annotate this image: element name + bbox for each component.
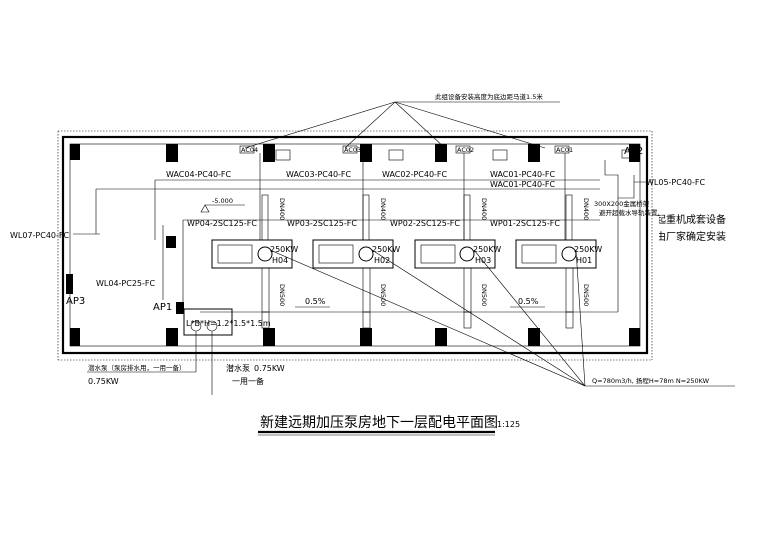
pump-id-1: H01 <box>576 256 592 265</box>
ac-box-label-4: AC01 <box>556 146 573 154</box>
ac-boxes <box>239 145 570 161</box>
drawing-scale: 1:125 <box>497 420 520 429</box>
feeder-wac02: WAC02-PC40-FC <box>382 170 448 179</box>
pump-spec-leaders <box>269 249 735 387</box>
feeder-wl04: WL04-PC25-FC <box>96 279 156 288</box>
feeder-wac03: WAC03-PC40-FC <box>286 170 352 179</box>
sump-dim: L*B*H=1.2*1.5*1.5m <box>186 319 271 328</box>
ap3-label: AP3 <box>66 296 85 307</box>
pump-units <box>211 239 597 269</box>
feeder-wp03: WP03-2SC125-FC <box>287 219 357 228</box>
building-walls <box>57 130 653 361</box>
structural-columns <box>70 144 640 346</box>
feeder-wl07: WL07-PC40-FC <box>10 231 70 240</box>
switch-note-1: 300X200金属桥架 <box>594 199 650 208</box>
sump-pump-note: 潜水泵（泵房排水用，一用一备） <box>88 363 186 372</box>
feeder-wl05: WL05-PC40-FC <box>646 178 706 187</box>
dn-top-3: DN400 <box>480 198 488 220</box>
pump-spec: Q=780m3/h, 扬程H=78m N=250KW <box>592 376 710 385</box>
sump-pump-power: 0.75KW <box>88 377 119 386</box>
pump-power-1: 250KW <box>574 245 602 254</box>
ap1-sump <box>176 302 233 355</box>
pump-id-3: H03 <box>475 256 491 265</box>
ap3-panel <box>66 233 100 294</box>
dn-bottom-3: DN500 <box>480 284 488 306</box>
dn-top-4: DN400 <box>582 198 590 220</box>
slope-label-1: 0.5% <box>305 297 326 306</box>
ap2-label: AP2 <box>624 146 643 157</box>
feeder-wp04: WP04-2SC125-FC <box>187 219 257 228</box>
sump-pump2-mode: 一用一备 <box>232 376 264 386</box>
sump-pump2-text: 潜水泵 <box>226 363 250 373</box>
crane-note-1: 起重机成套设备 <box>656 213 726 226</box>
elevation-label: -5.000 <box>212 197 233 205</box>
pump-power-2: 250KW <box>372 245 400 254</box>
pump-id-2: H02 <box>374 256 390 265</box>
pump-power-3: 250KW <box>473 245 501 254</box>
elevation-marker <box>200 204 245 213</box>
ac-box-label-1: AC04 <box>241 146 258 154</box>
dn-bottom-4: DN500 <box>582 284 590 306</box>
switch-note-2: 避开超载水导轨装置 <box>599 208 658 217</box>
ac-box-label-3: AC02 <box>457 146 474 154</box>
feeder-wp01: WP01-2SC125-FC <box>490 219 560 228</box>
feeder-wac01b: WAC01-PC40-FC <box>490 180 556 189</box>
pump-pipes <box>261 194 574 329</box>
drawing-title: 新建远期加压泵房地下一层配电平面图 <box>260 415 498 431</box>
top-note: 此组设备安装高度为底边距马道1.5米 <box>435 92 543 101</box>
slope-label-2: 0.5% <box>518 297 539 306</box>
crane-note-mask <box>653 216 659 242</box>
crane-note-2: 由厂家确定安装 <box>656 230 726 243</box>
sump-leaders <box>87 355 213 395</box>
feeder-wp02: WP02-2SC125-FC <box>390 219 460 228</box>
ac-box-label-2: AC03 <box>344 146 361 154</box>
pump-power-4: 250KW <box>270 245 298 254</box>
top-note-leader <box>244 101 560 149</box>
feeder-wac04: WAC04-PC40-FC <box>166 170 232 179</box>
sump-pump2-power: 0.75KW <box>254 364 285 373</box>
dn-top-1: DN400 <box>278 198 286 220</box>
ap2-panel <box>604 149 652 199</box>
feeder-wac01a: WAC01-PC40-FC <box>490 170 556 179</box>
dn-bottom-2: DN500 <box>379 284 387 306</box>
dn-top-2: DN400 <box>379 198 387 220</box>
pump-id-4: H04 <box>272 256 288 265</box>
dn-bottom-1: DN500 <box>278 284 286 306</box>
ap1-label: AP1 <box>153 302 172 313</box>
